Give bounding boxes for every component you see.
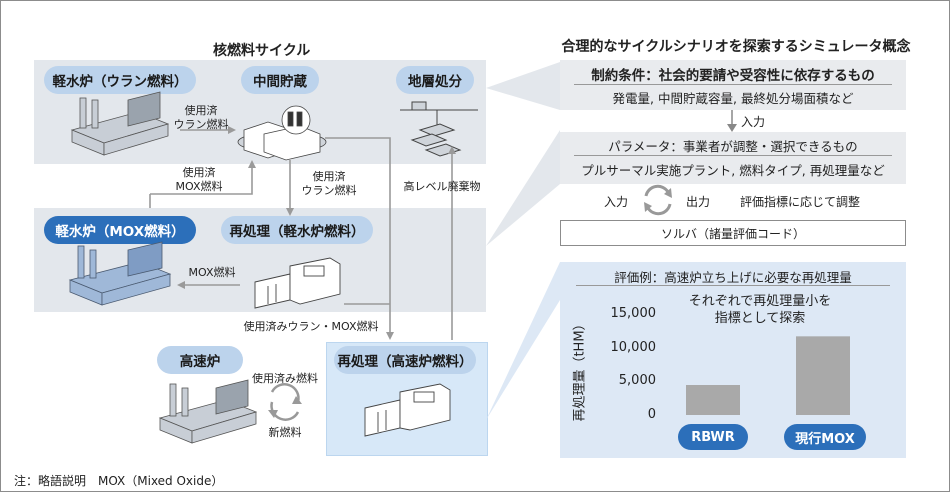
- constraints-items: 発電量, 中間貯蔵容量, 最終処分場面積など: [612, 91, 854, 106]
- arrow-label-spent-uranium-2: 使用済 ウラン燃料: [301, 170, 357, 197]
- lwr-mox-plant-icon: [68, 241, 172, 306]
- bar-1: [796, 336, 850, 415]
- loop-output-label: 出力: [686, 195, 711, 209]
- constraints-divider: [574, 84, 892, 85]
- lwr-uranium-plant-icon: [70, 91, 170, 156]
- input-label-1: 入力: [741, 115, 766, 129]
- params-heading: パラメータ：事業者が調整・選択できるもの: [608, 139, 858, 154]
- connector-constraints: [486, 62, 560, 110]
- loop-cycle-icon: [644, 184, 672, 216]
- arrow-label-spent-uranium-1: 使用済 ウラン燃料: [173, 104, 229, 131]
- arrow-label-spent-mox: 使用済 MOX燃料: [175, 166, 223, 193]
- x-category-label: RBWR: [678, 424, 748, 450]
- loop-adjust-label: 評価指標に応じて調整: [740, 195, 861, 209]
- params-divider: [574, 155, 892, 156]
- arrow-label-spent-fuel: 使用済み燃料: [252, 372, 318, 385]
- chart-title: 評価例：高速炉立ち上げに必要な再処理量: [614, 270, 852, 285]
- arrow-label-new-fuel: 新燃料: [268, 426, 302, 439]
- bar-0: [686, 385, 740, 415]
- solver-box: [560, 220, 906, 246]
- connector-chart: [486, 262, 560, 420]
- constraints-heading: 制約条件：社会的要請や受容性に依存するもの: [591, 68, 875, 84]
- fast-reactor-plant-icon: [158, 379, 258, 444]
- ytick-label: 10,000: [610, 340, 657, 355]
- simulator-title: 合理的なサイクルシナリオを探索するシミュレータ概念: [561, 39, 911, 55]
- reprocessing-lwr-plant-icon: [254, 257, 341, 309]
- reprocessing-lwr-label: 再処理（軽水炉燃料）: [221, 216, 373, 244]
- loop-input-label: 入力: [604, 195, 629, 209]
- interim-storage-icon: [237, 105, 327, 161]
- ytick-label: 5,000: [618, 373, 656, 388]
- arrow-label-hlw: 高レベル廃棄物: [403, 180, 481, 193]
- ytick-label: 0: [647, 407, 656, 422]
- params-box: [560, 132, 906, 184]
- reprocessing-fr-plant-icon: [364, 383, 451, 437]
- cycle-title: 核燃料サイクル: [213, 43, 311, 59]
- x-category-label: 現行MOX: [784, 424, 866, 450]
- geological-disposal-label: 地層処分: [396, 66, 474, 94]
- footnote: 注：略語説明 MOX（Mixed Oxide）: [14, 474, 224, 488]
- lwr-mox-label: 軽水炉（MOX燃料）: [44, 216, 196, 244]
- arrow-label-spent-u-mox: 使用済みウラン・MOX燃料: [243, 320, 379, 333]
- input-down-arrow-icon: [727, 110, 737, 132]
- recycle-arrows-icon: [270, 383, 300, 421]
- params-items: プルサーマル実施プラント, 燃料タイプ, 再処理量など: [581, 163, 885, 178]
- connector-params: [486, 130, 560, 246]
- solver-label: ソルバ（諸量評価コード）: [660, 227, 805, 241]
- ytick-label: 15,000: [610, 306, 657, 321]
- interim-storage-label: 中間貯蔵: [241, 66, 319, 94]
- arrow-label-mox-fuel: MOX燃料: [188, 266, 236, 279]
- fast-reactor-label: 高速炉: [157, 346, 243, 374]
- constraints-box: [560, 60, 906, 110]
- lwr-uranium-label: 軽水炉（ウラン燃料）: [44, 66, 196, 94]
- reprocessing-fr-label: 再処理（高速炉燃料）: [334, 346, 476, 374]
- chart-annotation: それぞれで再処理量小を 指標として探索: [688, 294, 832, 326]
- chart-title-divider: [576, 285, 890, 286]
